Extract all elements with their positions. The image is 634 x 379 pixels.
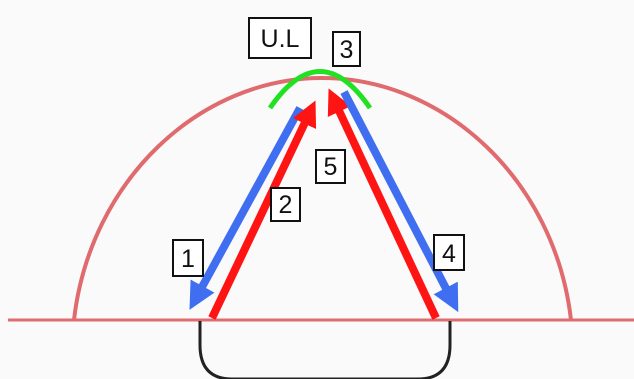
red-arrow-left — [208, 100, 317, 320]
label-step-4: 4 — [433, 234, 465, 271]
label-step-3: 3 — [332, 31, 361, 67]
label-step-1: 1 — [172, 239, 204, 277]
label-ul: U.L — [248, 17, 312, 59]
apex-green-arc — [267, 69, 373, 110]
label-step-3-text: 3 — [340, 36, 354, 64]
cup-shape — [198, 321, 452, 379]
label-ul-text: U.L — [261, 25, 300, 53]
label-step-4-text: 4 — [442, 240, 456, 268]
red-arrow-right — [327, 88, 440, 320]
dome-arc — [72, 75, 573, 321]
label-step-5: 5 — [315, 149, 346, 184]
label-step-2: 2 — [270, 187, 301, 222]
label-step-5-text: 5 — [324, 153, 338, 181]
label-step-1-text: 1 — [181, 245, 195, 273]
label-step-2-text: 2 — [279, 191, 293, 219]
blue-arrow-left — [189, 106, 304, 310]
